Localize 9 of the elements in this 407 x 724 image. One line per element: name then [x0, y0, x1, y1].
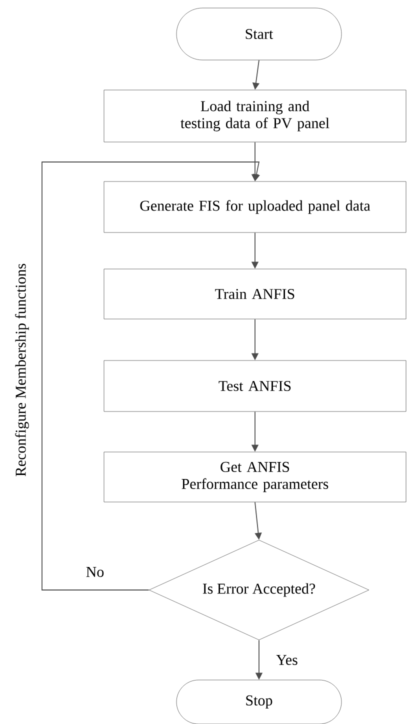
side-label: Reconfigure Membership functions — [14, 262, 30, 478]
process-box: Train ANFIS — [104, 268, 406, 320]
edge-label: Yes — [275, 654, 299, 666]
process-box: Test ANFIS — [104, 360, 406, 412]
process-box: Get ANFIS Performance parameters — [104, 452, 406, 502]
arrow — [42, 162, 260, 590]
edge-label: No — [84, 566, 106, 578]
process-box: Load training and testing data of PV panel — [104, 90, 406, 142]
process-box: Generate FIS for uploaded panel data — [104, 181, 406, 233]
